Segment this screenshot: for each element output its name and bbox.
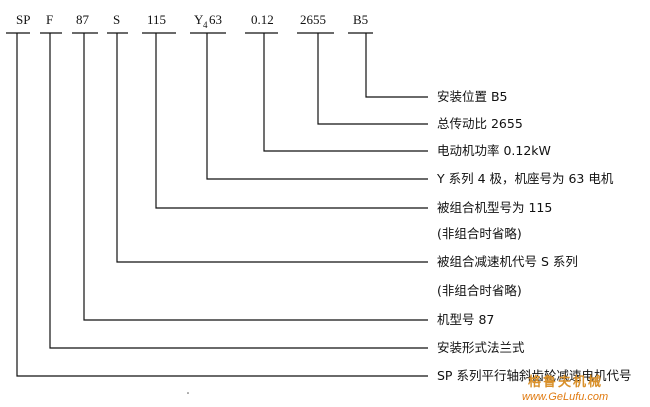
desc-mounting-form: 安装形式法兰式: [437, 340, 525, 355]
desc-omit-note-2: (非组合时省略): [437, 283, 522, 298]
code-sp: SP: [16, 12, 30, 27]
code-s: S: [113, 12, 120, 27]
leader-012: [263, 33, 428, 152]
leader-y463: [206, 33, 428, 180]
desc-total-ratio: 总传动比 2655: [437, 116, 523, 131]
code-y463-sub: 4: [203, 20, 208, 30]
code-f: F: [46, 12, 53, 27]
leader-2655: [317, 33, 428, 125]
leader-s: [116, 33, 428, 263]
stray-dot: [187, 392, 189, 394]
code-b5: B5: [353, 12, 368, 27]
watermark-brand: 格鲁夫机械: [528, 374, 603, 390]
desc-series-code: SP 系列平行轴斜齿轮减速电机代号: [437, 368, 631, 383]
desc-combined-model: 被组合机型号为 115: [437, 200, 552, 215]
desc-frame-size: 机型号 87: [437, 312, 494, 327]
code-115: 115: [147, 12, 166, 27]
code-y463-y: Y: [194, 12, 204, 27]
code-012: 0.12: [251, 12, 274, 27]
desc-motor-power: 电动机功率 0.12kW: [437, 143, 551, 158]
leader-87: [83, 33, 428, 321]
leader-sp: [16, 33, 428, 377]
watermark-url: www.GeLufu.com: [522, 391, 608, 403]
leader-f: [49, 33, 428, 349]
code-2655: 2655: [300, 12, 326, 27]
desc-combined-series: 被组合减速机代号 S 系列: [437, 254, 578, 269]
desc-mounting-position: 安装位置 B5: [437, 89, 508, 104]
code-y463-tail: 63: [209, 12, 222, 27]
desc-omit-note-1: (非组合时省略): [437, 226, 522, 241]
leader-b5: [365, 33, 428, 98]
code-87: 87: [76, 12, 90, 27]
desc-motor-type: Y 系列 4 极，机座号为 63 电机: [436, 171, 614, 186]
leader-115: [155, 33, 428, 209]
